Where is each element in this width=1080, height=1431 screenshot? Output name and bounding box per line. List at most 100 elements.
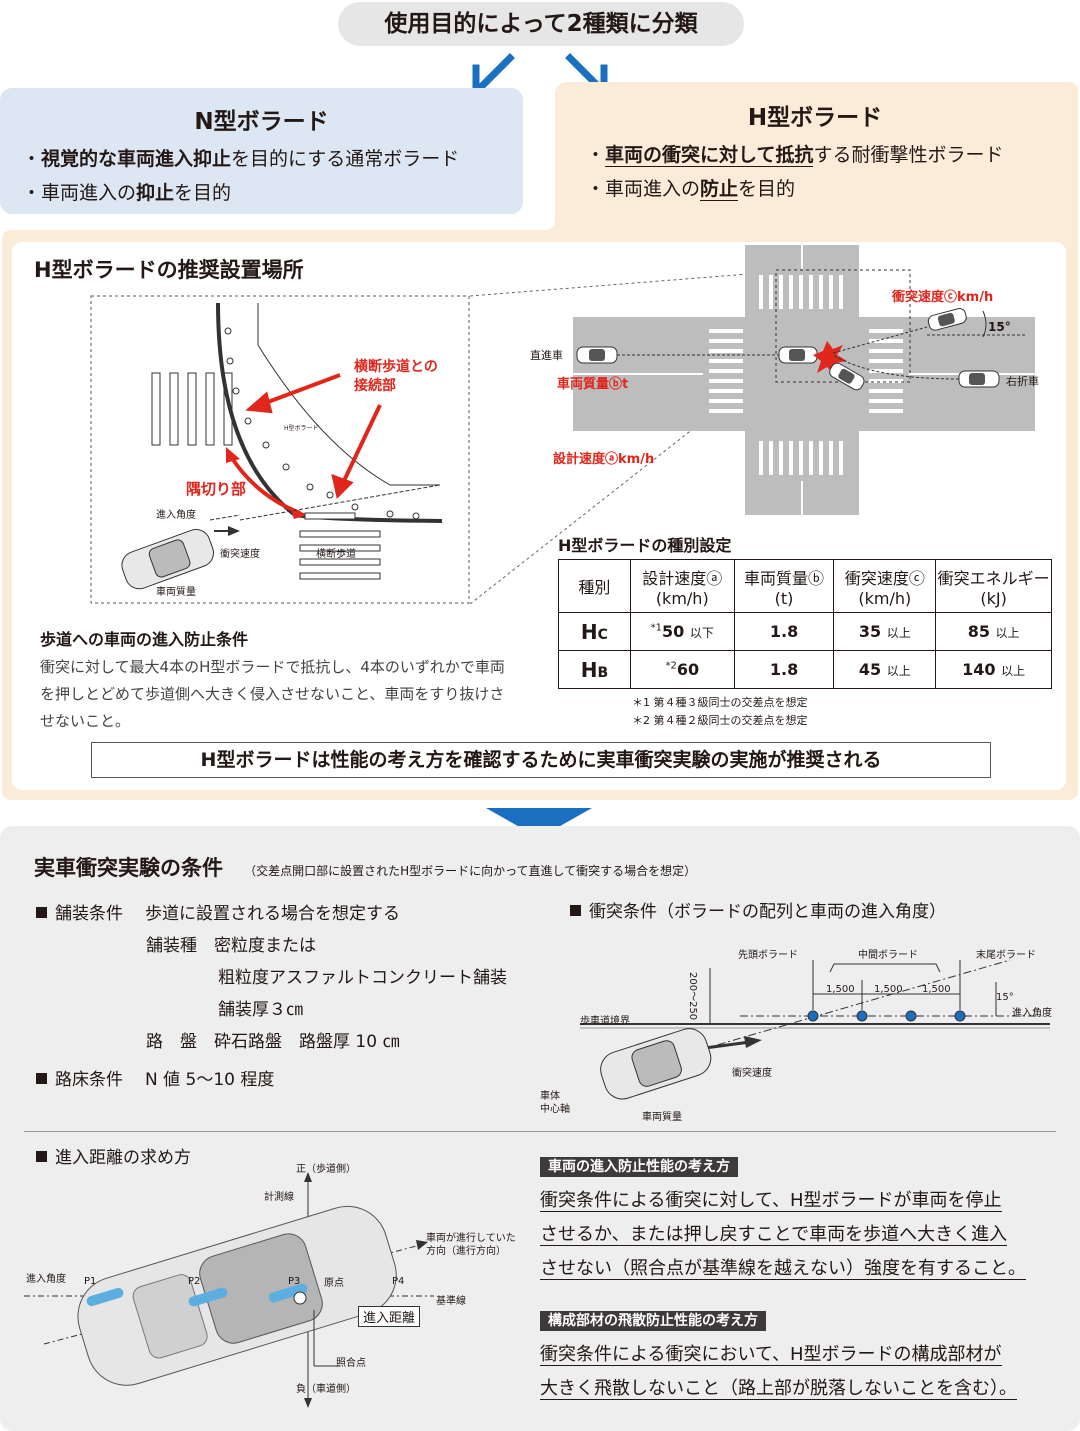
pavement-line-3: 粗粒度アスファルトコンクリート舗装 — [218, 968, 507, 988]
th-type: 種別 — [558, 559, 631, 613]
collision-car-icon — [778, 346, 818, 364]
pavement-line-4: 舗装厚３㎝ — [218, 1000, 303, 1020]
label-design-speed-a: 設計速度ⓐkm/h — [553, 452, 655, 467]
cell-type: HB — [558, 650, 631, 689]
label-axis: 車体中心軸 — [540, 1091, 570, 1115]
test-car-icon — [600, 1028, 712, 1100]
experiment-heading: 実車衝突実験の条件 — [34, 856, 223, 880]
n-bullet-2: ・車両進入の抑止を目的 — [22, 182, 232, 204]
car-icon — [121, 528, 215, 590]
label-baseline: 基準線 — [436, 1296, 466, 1307]
perf1-title: 車両の進入防止性能の考え方 — [540, 1157, 738, 1177]
th-impact-speed: 衝突速度ⓒ(km/h) — [833, 559, 937, 613]
label-h-bollard-small: H型ボラード — [284, 425, 319, 432]
n-type-box: N型ボラード ・視覚的な車両進入抑止を目的にする通常ボラード ・車両進入の抑止を… — [0, 88, 523, 214]
label-vehicle-mass-b: 車両質量ⓑt — [557, 377, 629, 392]
bollard-circles — [224, 327, 420, 520]
intersection-diagram — [573, 245, 1035, 515]
label-impact-speed: 衝突速度 — [732, 1068, 772, 1079]
n-bullet-2-pre: 車両進入の — [41, 182, 137, 204]
intersection-crosswalks — [709, 275, 903, 475]
impact-car-icon — [927, 308, 967, 331]
cell-mass: 1.8 — [733, 612, 835, 651]
label-boundary: 歩車道境界 — [580, 1016, 630, 1027]
collision-diagram — [580, 959, 1050, 1100]
spec-table-header-row: 種別 設計速度ⓐ(km/h) 車両質量ⓑ(t) 衝突速度ⓒ(km/h) 衝突エネ… — [558, 559, 1052, 613]
cell-speed: 45 以上 — [833, 650, 937, 689]
label-corner: 隅切り部 — [186, 480, 247, 498]
label-positive: 正（歩道側） — [296, 1164, 356, 1175]
straight-car-icon — [576, 346, 783, 364]
cell-design: *260 — [629, 650, 735, 689]
h-bullet-2: ・車両進入の防止を目的 — [586, 178, 796, 201]
label-offset: 200〜250 — [687, 972, 698, 1021]
label-entry-distance: 進入距離 — [358, 1306, 421, 1327]
label-p2: P2 — [188, 1276, 201, 1287]
section-divider — [24, 1131, 1056, 1132]
corner-diagram — [90, 295, 470, 604]
label-impact-speed-c: 衝突速度ⓒkm/h — [892, 290, 994, 305]
h-bullet-1: ・車両の衝突に対して抵抗する耐衝撃性ボラード — [586, 144, 1004, 167]
h-type-box: H型ボラード ・車両の衝突に対して抵抗する耐衝撃性ボラード ・車両進入の防止を目… — [560, 98, 1070, 206]
h-bullet-1-bold: 車両の衝突に対して抵抗 — [605, 144, 814, 167]
sedan-icon — [77, 1205, 397, 1386]
label-negative: 負（車道側） — [296, 1384, 356, 1395]
classification-pill: 使用目的によって2種類に分類 — [338, 2, 744, 46]
recommend-banner: H型ボラードは性能の考え方を確認するために実車衝突実験の実施が推奨される — [91, 742, 991, 778]
crosswalk-left — [151, 372, 233, 446]
table-row: HB *260 1.8 45 以上 140 以上 — [558, 650, 1052, 689]
label-entry-angle-small: 進入角度 — [156, 510, 196, 521]
n-bullet-1: ・視覚的な車両進入抑止を目的にする通常ボラード — [22, 148, 460, 170]
table-row: HC *150 以下 1.8 35 以上 85 以上 — [558, 612, 1052, 651]
cell-mass: 1.8 — [733, 650, 835, 689]
bollard-dots — [807, 1010, 966, 1022]
placement-heading: H型ボラードの推奨設置場所 — [34, 258, 304, 282]
label-right-turn-car: 右折車 — [1006, 375, 1039, 388]
collision-heading: 衝突条件（ボラードの配列と車両の進入角度） — [570, 896, 946, 928]
cell-type: HC — [558, 612, 631, 651]
label-entry-angle: 進入角度 — [1012, 1008, 1052, 1019]
label-p4: P4 — [392, 1276, 405, 1287]
perf1-block: 車両の進入防止性能の考え方 衝突条件による衝突に対して、H型ボラードが車両を停止… — [540, 1156, 1026, 1286]
label-spacing-2: 1,500 — [874, 984, 903, 995]
distance-diagram — [24, 1172, 434, 1408]
prevention-text: 衝突に対して最大4本のH型ボラードで抵抗し、4本のいずれかで車両を押しとどめて歩… — [40, 658, 505, 730]
label-impact-speed-small: 衝突速度 — [220, 549, 260, 560]
experiment-heading-note: （交差点開口部に設置されたH型ボラードに向かって直進して衝突する場合を想定） — [244, 864, 697, 878]
label-spacing-1: 1,500 — [826, 984, 855, 995]
label-middle-bollard: 中間ボラード — [858, 950, 918, 961]
label-direction: 車両が進行していた方向（進行方向） — [426, 1233, 516, 1257]
distance-heading: 進入距離の求め方 — [36, 1142, 191, 1174]
label-vehicle-mass-small: 車両質量 — [156, 587, 196, 598]
pavement-conditions: 舗装条件歩道に設置される場合を想定する 舗装種 密粒度または 粗粒度アスファルト… — [36, 898, 507, 1096]
label-crosswalk-small: 横断歩道 — [316, 549, 356, 560]
experiment-heading-row: 実車衝突実験の条件 （交差点開口部に設置されたH型ボラードに向かって直進して衝突… — [34, 852, 696, 882]
zoom-connectors — [469, 271, 775, 605]
label-15deg: 15° — [996, 992, 1014, 1003]
perf2-text: 衝突条件による衝突において、H型ボラードの構成部材が 大きく飛散しないこと（路上… — [540, 1344, 1017, 1400]
label-crosswalk-conn: 横断歩道との接続部 — [354, 359, 438, 394]
n-type-title: N型ボラード — [194, 109, 329, 135]
pavement-line-2: 舗装種 密粒度または — [146, 936, 316, 956]
label-spacing-3: 1,500 — [922, 984, 951, 995]
right-turn-car-icon — [958, 370, 1000, 388]
h-bullet-1-rest: する耐衝撃性ボラード — [813, 144, 1004, 166]
cell-energy: 85 以上 — [935, 612, 1052, 651]
perf2-block: 構成部材の飛散防止性能の考え方 衝突条件による衝突において、H型ボラードの構成部… — [540, 1310, 1017, 1406]
spec-footnotes: ＊1 第４種３級同士の交差点を想定＊2 第４種２級同士の交差点を想定 — [632, 696, 808, 727]
label-lead-bollard: 先頭ボラード — [738, 950, 798, 961]
cell-energy: 140 以上 — [935, 650, 1052, 689]
h-bullet-2-pre: 車両進入の — [605, 178, 701, 200]
red-arrow-crosswalk — [245, 373, 382, 499]
cell-speed: 35 以上 — [833, 612, 937, 651]
crosswalk-bottom — [299, 530, 381, 580]
n-bullet-1-bold: 視覚的な車両進入抑止 — [41, 148, 232, 170]
th-energy: 衝突エネルギー(kJ) — [935, 559, 1052, 613]
h-type-title: H型ボラード — [747, 105, 883, 131]
h-bullet-2-rest: を目的 — [738, 178, 796, 200]
perf2-title: 構成部材の飛散防止性能の考え方 — [540, 1311, 766, 1331]
label-15deg-top: 15° — [988, 320, 1011, 334]
spec-table-title: H型ボラードの種別設定 — [558, 536, 732, 555]
measure-points — [86, 1283, 308, 1307]
